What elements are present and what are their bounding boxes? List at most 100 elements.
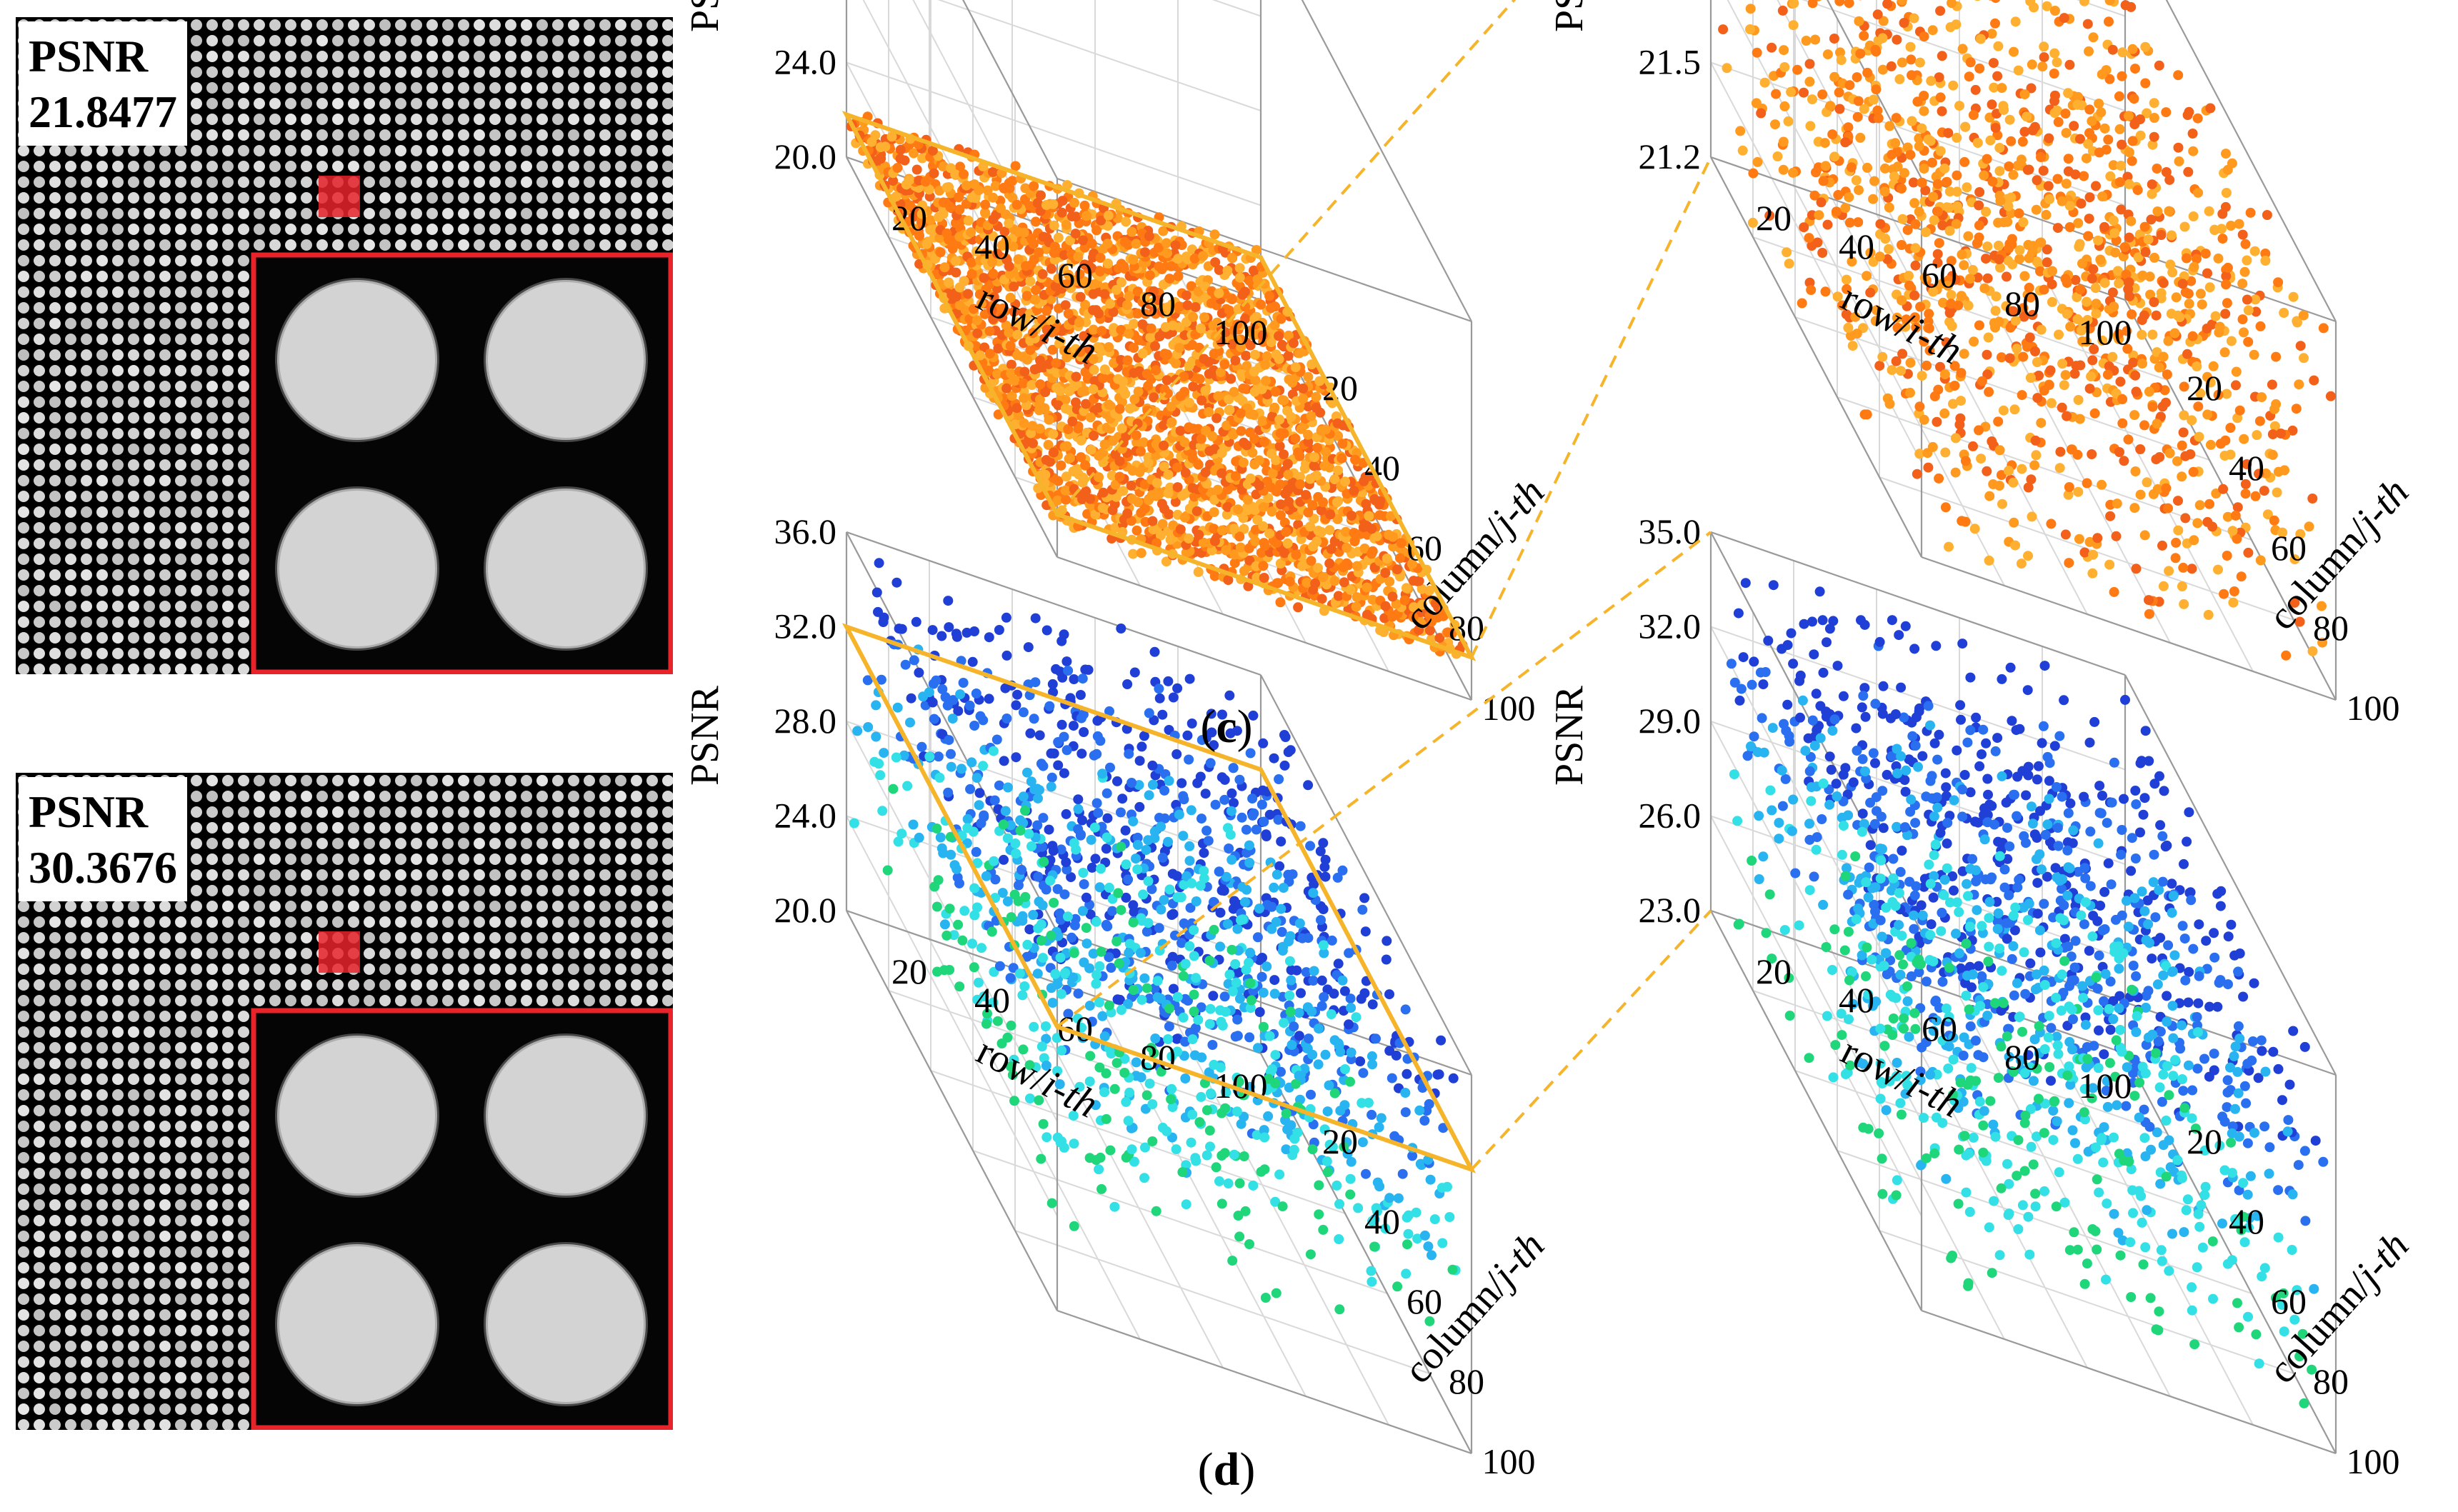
data-point: [2144, 595, 2154, 606]
data-point: [1000, 806, 1011, 816]
data-point: [1917, 177, 1927, 188]
data-point: [1303, 429, 1314, 440]
data-point: [1954, 419, 1965, 430]
data-point: [1387, 1073, 1397, 1083]
data-point: [1172, 991, 1183, 1002]
data-point: [2147, 401, 2158, 412]
data-point: [951, 267, 961, 278]
data-point: [2194, 431, 2204, 442]
data-point: [1429, 1214, 1440, 1225]
data-point: [2243, 336, 2254, 347]
data-point: [2111, 531, 2122, 541]
data-point: [2123, 434, 2134, 445]
psnr-value: 30.3676: [29, 842, 177, 893]
data-point: [1294, 348, 1305, 359]
data-point: [1036, 190, 1046, 201]
data-point: [1847, 341, 1858, 351]
data-point: [1053, 232, 1064, 243]
data-point: [1329, 988, 1339, 999]
data-point: [1256, 299, 1267, 310]
data-point: [1207, 431, 1218, 441]
data-point: [971, 846, 981, 857]
data-point: [2197, 299, 2207, 310]
data-point: [1324, 525, 1335, 536]
data-point: [1324, 558, 1335, 569]
data-point: [1196, 1052, 1207, 1063]
data-point: [2010, 540, 2021, 551]
data-point: [1840, 203, 1851, 214]
data-point: [2128, 357, 2139, 368]
data-point: [1145, 332, 1156, 343]
data-point: [1366, 1266, 1377, 1276]
data-point: [1147, 1136, 1158, 1146]
data-point: [2087, 355, 2098, 366]
data-point: [1244, 409, 1255, 419]
data-point: [1282, 406, 1293, 416]
data-point: [2177, 471, 2187, 482]
data-point: [2087, 568, 2098, 579]
data-point: [2242, 294, 2252, 305]
data-point: [2099, 278, 2110, 289]
data-point: [2084, 384, 2095, 394]
data-point: [932, 966, 942, 977]
data-point: [1129, 319, 1139, 329]
data-point: [1935, 6, 1946, 16]
data-point: [1313, 1059, 1324, 1070]
data-point: [1226, 253, 1237, 263]
data-point: [2154, 60, 2164, 71]
data-point: [2082, 478, 2092, 489]
data-point: [1154, 331, 1165, 342]
data-point: [991, 734, 1002, 745]
data-point: [2084, 104, 2095, 115]
data-point: [1253, 1043, 1263, 1053]
data-point: [956, 763, 966, 774]
data-point: [1205, 1141, 1215, 1152]
data-point: [1884, 121, 1895, 131]
data-point: [1909, 290, 1920, 301]
data-point: [1046, 264, 1056, 274]
scatter-3d-d-full: 20.024.028.032.036.020406080100204060801…: [683, 511, 1553, 1481]
data-point: [1209, 229, 1220, 240]
data-point: [2271, 351, 2282, 362]
data-point: [2079, 547, 2090, 558]
data-point: [1307, 500, 1318, 511]
data-point: [2252, 430, 2262, 441]
data-point: [2173, 70, 2184, 81]
data-point: [1136, 994, 1147, 1005]
data-point: [984, 365, 994, 376]
data-point: [1159, 440, 1169, 451]
z-tick-label: 20.0: [774, 136, 837, 176]
data-point: [2257, 392, 2267, 403]
data-point: [1897, 57, 1907, 68]
data-point: [1322, 1106, 1333, 1117]
data-point: [1069, 1138, 1079, 1149]
data-point: [2088, 549, 2099, 560]
data-point: [2142, 477, 2152, 488]
data-point: [1097, 1011, 1108, 1021]
data-point: [2182, 110, 2193, 121]
data-point: [1230, 355, 1241, 366]
data-point: [1006, 391, 1017, 401]
data-point: [1101, 919, 1111, 930]
data-point: [1196, 1091, 1206, 1102]
data-point: [927, 697, 938, 708]
data-point: [2163, 503, 2173, 514]
data-point: [1990, 306, 2001, 316]
data-point: [1877, 64, 1888, 75]
data-point: [2260, 256, 2271, 266]
data-point: [1078, 868, 1089, 878]
data-point: [2019, 271, 2030, 281]
data-point: [1171, 1144, 1181, 1155]
data-point: [866, 136, 877, 147]
data-point: [1797, 298, 1807, 309]
data-point: [959, 906, 970, 916]
data-point: [1094, 882, 1105, 893]
data-point: [1869, 176, 1879, 186]
data-point: [2059, 380, 2069, 391]
data-point: [1229, 386, 1239, 397]
data-point: [1806, 285, 1817, 295]
data-point: [1994, 254, 2004, 264]
data-point: [1020, 183, 1031, 194]
data-point: [1136, 548, 1146, 559]
data-point: [2010, 16, 2021, 27]
